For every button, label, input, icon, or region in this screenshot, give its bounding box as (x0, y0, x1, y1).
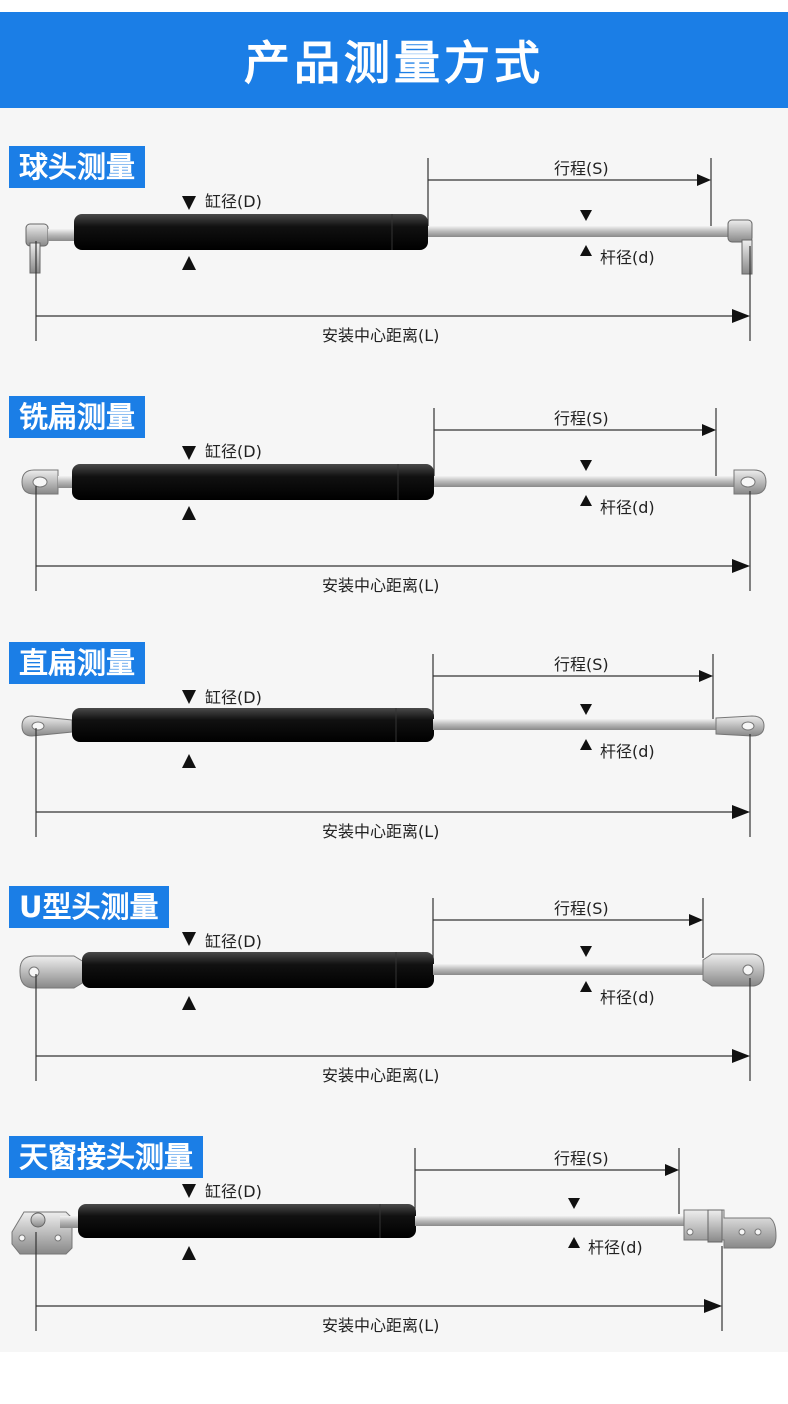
gas-spring-drawing (19, 898, 765, 1081)
section-straight-flat: 直扁测量 缸径(D) 行程(S) 杆径(d) 安装中心距离(L) (0, 642, 788, 872)
piston-rod (433, 964, 705, 975)
piston-rod (433, 719, 719, 730)
gas-spring-drawing (25, 158, 753, 341)
section-title: U型头测量 (9, 886, 169, 928)
piston-rod (415, 1216, 687, 1226)
right-flat-eye (715, 715, 765, 737)
left-flat-eye (21, 715, 73, 737)
cylinder-body (74, 214, 428, 250)
right-ball-joint (727, 219, 753, 243)
cylinder-body (72, 464, 434, 500)
section-title: 直扁测量 (9, 642, 146, 684)
stroke-label: 行程(S) (554, 1149, 609, 1168)
rod-diameter-label: 杆径(d) (600, 742, 655, 761)
center-distance-label: 安装中心距离(L) (322, 822, 440, 841)
gas-spring-drawing (11, 1148, 777, 1331)
cylinder-body (72, 708, 434, 742)
cylinder-body (82, 952, 434, 988)
title-banner: 产品测量方式 (0, 12, 788, 108)
rod-diameter-label: 杆径(d) (600, 988, 655, 1007)
gas-spring-drawing (21, 654, 765, 837)
cylinder-body (78, 1204, 416, 1238)
cylinder-diameter-label: 缸径(D) (205, 1182, 262, 1201)
cylinder-diameter-label: 缸径(D) (205, 442, 262, 461)
section-ball-joint: 球头测量 (0, 146, 788, 376)
section-u-clevis: U型头测量 缸径(D) 行程(S) 杆径(d) 安装中心距离(L) (0, 886, 788, 1116)
center-distance-label: 安装中心距离(L) (322, 576, 440, 595)
gas-spring-drawing (21, 408, 767, 591)
cylinder-diameter-label: 缸径(D) (205, 192, 262, 211)
stroke-label: 行程(S) (554, 655, 609, 674)
rod-diameter-label: 杆径(d) (600, 248, 655, 267)
stroke-label: 行程(S) (554, 409, 609, 428)
section-title: 球头测量 (9, 146, 146, 188)
rod-diameter-label: 杆径(d) (588, 1238, 643, 1257)
cylinder-diameter-label: 缸径(D) (205, 688, 262, 707)
center-distance-label: 安装中心距离(L) (322, 326, 440, 345)
section-title: 铣扁测量 (9, 396, 146, 438)
section-title: 天窗接头测量 (9, 1136, 204, 1178)
rod-diameter-label: 杆径(d) (600, 498, 655, 517)
left-skylight-bracket (11, 1211, 73, 1255)
stroke-label: 行程(S) (554, 159, 609, 178)
center-distance-label: 安装中心距离(L) (322, 1066, 440, 1085)
section-milled-flat: 铣扁测量 缸径(D) 行程(S) 杆径(d) 安装中心距离(L) (0, 396, 788, 626)
center-distance-label: 安装中心距离(L) (322, 1316, 440, 1335)
page-title: 产品测量方式 (244, 36, 544, 90)
section-skylight-bracket: 天窗接头测量 缸径(D) 行程(S) 杆径(d) 安装中心距离(L) (0, 1136, 788, 1366)
piston-rod (428, 226, 728, 237)
right-skylight-bracket (683, 1209, 777, 1249)
stroke-label: 行程(S) (554, 899, 609, 918)
piston-rod (434, 476, 734, 487)
right-u-clevis (702, 953, 765, 987)
cylinder-diameter-label: 缸径(D) (205, 932, 262, 951)
